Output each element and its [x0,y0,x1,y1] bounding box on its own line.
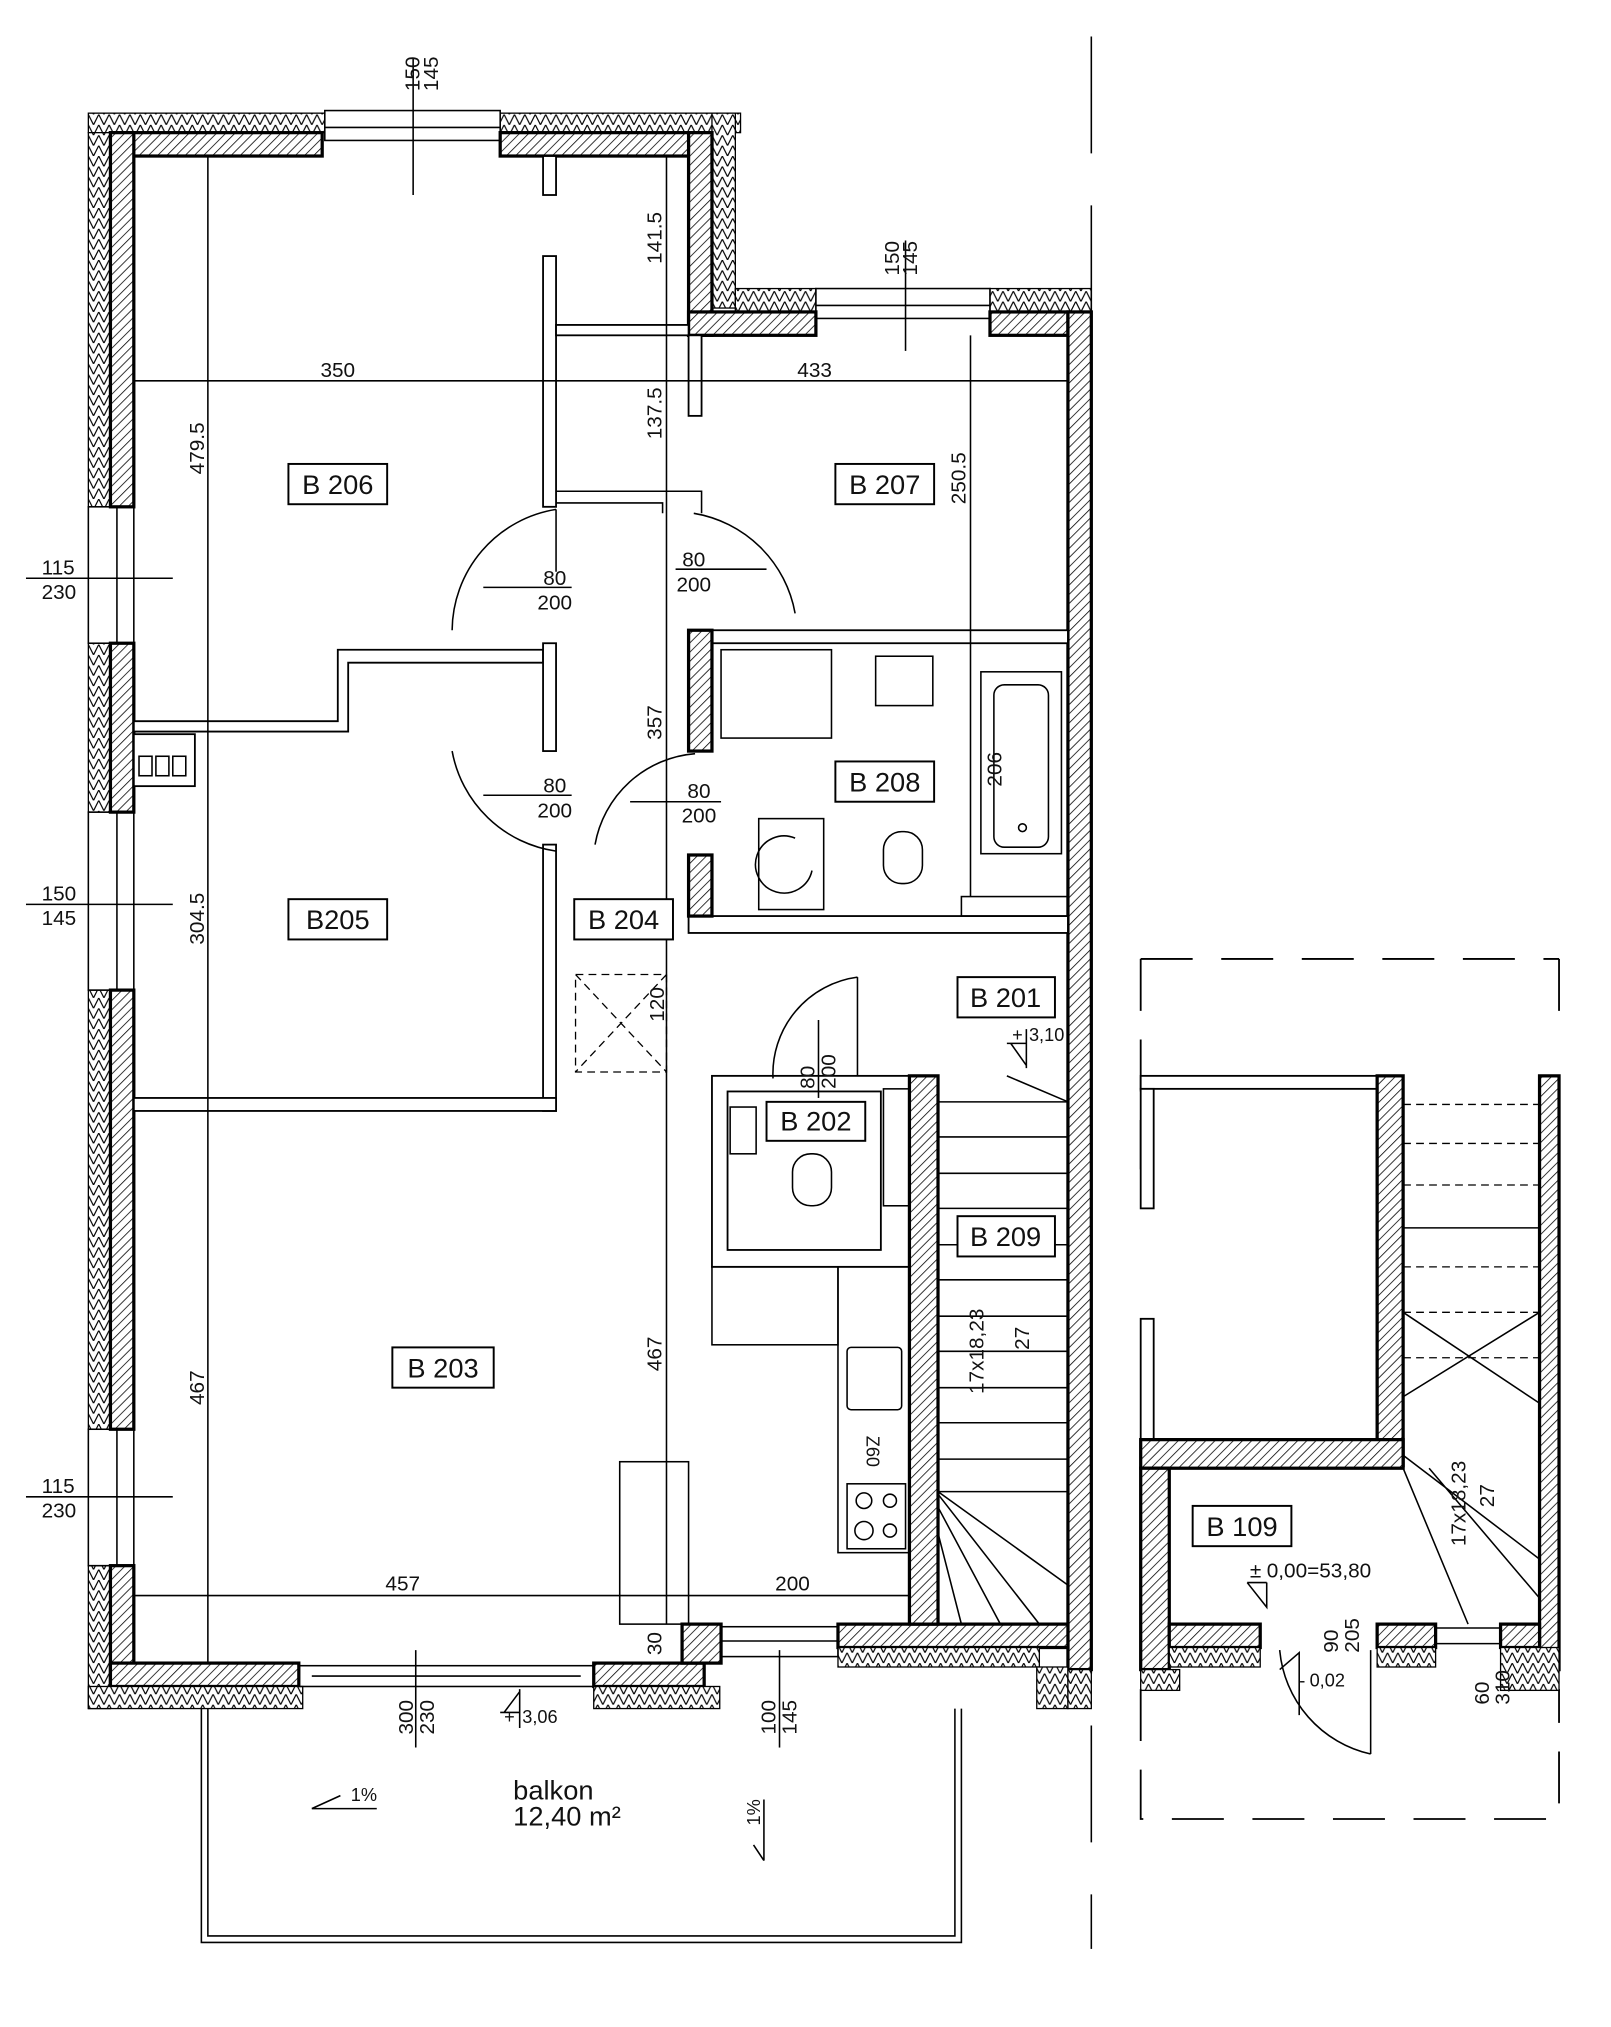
dim-b207-width: 433 [797,359,832,382]
ground-floor-plan: B 109 ± 0,00=53,80 - 0,02 90 205 60 310 … [1139,958,1561,1820]
dim-b206-depth: 479.5 [186,422,209,474]
door-width: 80 [797,1066,820,1089]
room-label-b203: B 203 [407,1352,478,1383]
stair-steps: 17x18,23 [1447,1461,1470,1546]
balcony-slope-2: 1% [744,1799,764,1825]
fixtures [574,648,1069,1625]
shower [720,648,833,739]
sink-b202 [729,1106,757,1155]
appliance-label: Z60 [863,1436,883,1467]
washing-machine [757,817,825,911]
window-width: 115 [42,1475,75,1498]
window-height: 145 [899,241,922,276]
room-label-b206: B 206 [302,469,373,500]
dim-b207-depth-left: 137.5 [643,387,666,439]
balcony: balkon 12,40 m² 1% 1% [200,1708,963,1944]
balcony-slope-1: 1% [351,1785,377,1805]
door-height: 200 [537,591,572,614]
door-height: 200 [817,1054,840,1089]
stair-tread-main: 27 [1011,1327,1034,1350]
dim-b208-depth: 206 [984,752,1007,787]
window-height: 230 [42,1500,77,1523]
level-markers: + 3,10 + 3,06 [500,1025,1064,1729]
kitchen-island [618,1460,690,1625]
room-label-b202: B 202 [780,1105,851,1136]
room-label-b109: B 109 [1206,1511,1277,1542]
room-label-b204: B 204 [588,904,659,935]
window-width: 300 [395,1700,418,1735]
window-width: 150 [881,241,904,276]
dim-b203-width: 457 [385,1572,420,1595]
window-labels: 150 145 150 145 115 230 150 145 115 230 … [42,56,923,1734]
dim-b205-depth: 304.5 [186,893,209,945]
dim-kitchen-width: 200 [775,1572,810,1595]
door-height: 200 [537,799,572,822]
fridge [711,1266,839,1346]
level-prefix: ± [1250,1559,1261,1582]
windows [87,109,991,1688]
dim-step: 30 [643,1632,666,1655]
door-width: 80 [543,775,566,798]
door-labels: 80 200 80 200 80 200 80 200 80 200 [483,549,840,1098]
level-prefix-minus: - [1299,1670,1305,1690]
room-label-b208: B 208 [849,766,920,797]
staircase-b209[interactable] [937,1075,1069,1625]
level-prefix: + [1012,1025,1023,1045]
room-label-b209: B 209 [970,1221,1041,1252]
stair-steps-main: 17x18,23 [965,1309,988,1394]
window-height: 230 [42,581,77,604]
door-height: 200 [676,573,711,596]
door-height: 205 [1341,1618,1364,1653]
level-b201: 3,10 [1029,1025,1064,1045]
washbasin [874,655,934,707]
door-height: 200 [682,805,717,828]
door-width: 80 [543,567,566,590]
dim-b203-depth-mid: 467 [643,1337,666,1372]
room-label-b205: B205 [306,904,370,935]
window-height: 145 [420,56,443,91]
dim-b206-width: 350 [320,359,355,382]
level-prefix: + [504,1707,515,1727]
doors[interactable] [451,508,1372,1755]
window-width: 150 [402,56,425,91]
dim-upper-gap: 141.5 [643,212,666,264]
door-width: 80 [682,549,705,572]
kitchen-counter [837,1266,911,1554]
window-width: 150 [42,882,77,905]
window-height: 145 [778,1700,801,1735]
room-labels: B 206 B 207 B 208 B205 B 204 B 201 B 202… [287,462,1056,1389]
dimension-lines [25,36,1093,1949]
kitchen-sink [846,1346,903,1411]
cooktop [846,1483,907,1550]
level-b109: 0,00=53,80 [1267,1559,1372,1582]
interior-walls [132,155,1069,1626]
window-width: 60 [1471,1682,1494,1705]
stair-tread: 27 [1476,1484,1499,1507]
door-width: 80 [687,780,710,803]
window-width: 100 [758,1700,781,1735]
dim-corridor: 357 [643,705,666,740]
dim-b207-depth: 250.5 [947,452,970,504]
room-label-b201: B 201 [970,982,1041,1013]
dim-b203-depth-left: 467 [186,1370,209,1405]
toilet-b208 [882,830,924,885]
window-width: 115 [42,556,75,579]
level-entrance: 0,02 [1310,1670,1345,1690]
dim-hatch: 120 [646,987,669,1022]
room-label-b207: B 207 [849,469,920,500]
balcony-label: balkon [513,1775,593,1806]
balcony-area: 12,40 m² [513,1800,621,1831]
bathtub [980,671,1063,855]
toilet-b202 [791,1153,833,1207]
window-height: 230 [416,1700,439,1735]
dimension-labels: 350 433 479.5 141.5 137.5 250.5 357 206 … [186,212,1034,1655]
window-height: 145 [42,907,77,930]
door-width: 90 [1320,1630,1343,1653]
window-height: 310 [1492,1670,1515,1705]
level-balcony: 3,06 [522,1707,557,1727]
